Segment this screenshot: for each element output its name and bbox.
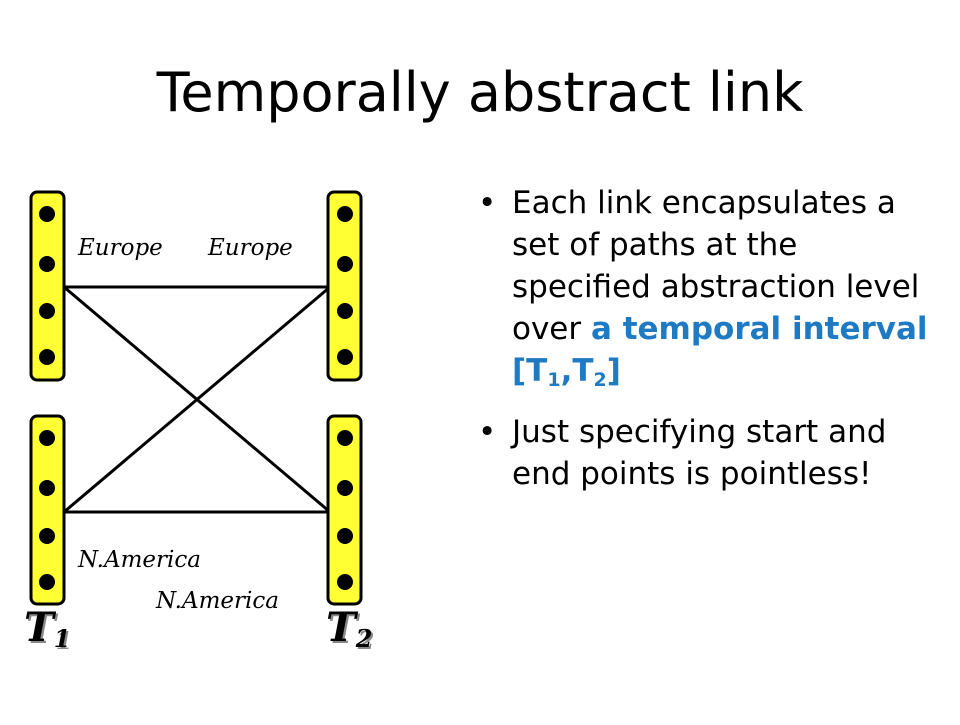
label-namerica-right: N.America — [156, 588, 279, 614]
diagram-svg — [29, 190, 363, 606]
slide-title: Temporally abstract link — [156, 61, 804, 124]
node — [39, 303, 55, 319]
time-label-t1-main: T — [24, 604, 54, 651]
time-label-t2: T2 — [326, 606, 372, 661]
node — [337, 528, 353, 544]
bullet-marker: • — [478, 185, 497, 221]
label-namerica-left: N.America — [78, 547, 201, 573]
accent-part: a temporal interval [T — [512, 311, 928, 389]
node — [39, 528, 55, 544]
label-europe-left: Europe — [78, 235, 163, 261]
time-label-t2-main: T — [326, 604, 356, 651]
bullet-text: Each link encapsulates a set of paths at… — [512, 185, 920, 347]
bullet-list: • Each link encapsulates a set of paths … — [478, 182, 928, 505]
accent-sub: 2 — [593, 369, 607, 391]
bar-t1-namerica — [29, 414, 66, 606]
node — [39, 574, 55, 590]
node — [39, 430, 55, 446]
node — [337, 430, 353, 446]
node — [39, 480, 55, 496]
link-line-namerica-to-europe — [63, 285, 331, 514]
accent-part: ,T — [560, 353, 594, 389]
bar-t2-europe — [326, 190, 363, 382]
bullet-text: Just specifying start and end points is … — [512, 414, 887, 492]
time-label-t1: T1 — [24, 606, 70, 661]
node — [337, 303, 353, 319]
label-europe-right: Europe — [208, 235, 293, 261]
bullet-item: • Each link encapsulates a set of paths … — [478, 182, 928, 401]
node — [337, 349, 353, 365]
node — [337, 206, 353, 222]
bullet-accent-text: a temporal interval [T1,T2] — [512, 311, 928, 391]
node — [337, 256, 353, 272]
bullet-item: • Just specifying start and end points i… — [478, 411, 928, 495]
temporal-link-diagram: Europe Europe N.America N.America T1 T2 — [0, 0, 480, 720]
accent-sub: 1 — [547, 369, 561, 391]
bullet-marker: • — [478, 414, 497, 450]
node — [39, 256, 55, 272]
time-label-t1-sub: 1 — [53, 624, 71, 653]
node — [39, 349, 55, 365]
node — [337, 574, 353, 590]
bar-t2-namerica — [326, 414, 363, 606]
node — [337, 480, 353, 496]
node — [39, 206, 55, 222]
accent-part: ] — [606, 353, 621, 389]
bar-t1-europe — [29, 190, 66, 382]
time-label-t2-sub: 2 — [355, 624, 373, 653]
